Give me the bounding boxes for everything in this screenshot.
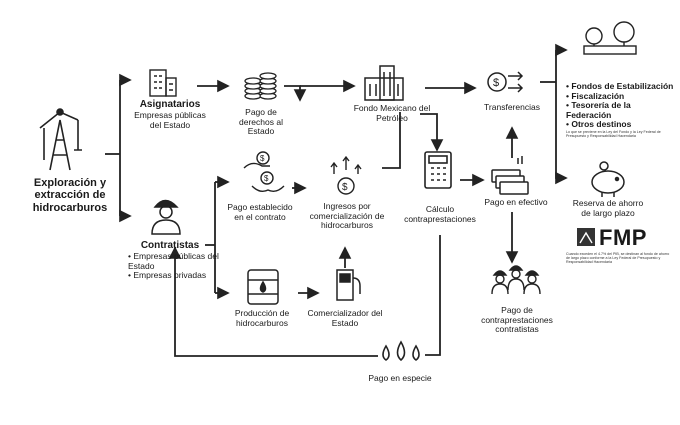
destinos-list: • Fondos de Estabilización • Fiscalizaci… [566,81,676,130]
fmp-logo-text: FMP [599,225,647,250]
destino-item: • Fiscalización [566,90,625,101]
calculator-icon [424,151,452,189]
node-exploracion: Exploración y extracción de hidrocarburo… [32,177,108,214]
hands-coin-icon: $ [251,171,285,193]
node-pago-derechos: Pago de derechos al Estado [239,107,283,137]
node-produccion: Producción de hidrocarburos [234,308,290,328]
node-calculo: Cálculo contraprestaciones [404,204,476,224]
svg-text:$: $ [264,174,269,183]
fmp-logo-icon [577,228,595,246]
svg-text:$: $ [493,77,499,89]
node-transferencias: Transferencias [484,102,540,112]
worker-icon [151,199,181,235]
node-asignatarios-title: Asignatarios [139,99,201,110]
node-asignatarios-sub: Empresas públicas del Estado [134,110,206,130]
contratistas-item: • Empresas públicas del Estado [128,251,219,271]
coin-transfer-icon: $ [487,71,524,93]
node-pago-efectivo: Pago en efectivo [484,197,548,207]
destino-item: • Fondos de Estabilización [566,81,674,91]
destinos-nota: Lo que se previene en la Ley del Fondo y… [566,130,661,139]
node-reserva: Reserva de ahorro de largo plazo [572,198,644,218]
workers-group-icon [491,265,541,295]
node-contratistas-list: • Empresas públicas del Estado • Empresa… [128,251,220,281]
node-fondo: Fondo Mexicano del Petróleo [353,103,431,123]
node-contratistas-title: Contratistas [140,240,200,251]
svg-text:$: $ [342,182,348,193]
destino-item: • Tesorería de la Federación [566,100,631,120]
building-icon [149,69,177,97]
oil-pump-icon [39,108,82,171]
cash-icon [491,156,529,195]
destino-item: • Otros destinos [566,119,632,130]
node-comercializador: Comercializador del Estado [307,308,383,328]
hand-coin-icon: $ [243,151,270,169]
fmp-nota: Cuando exceden el 4.7% del PIB, se desti… [566,252,670,265]
piggy-bank-icon [591,161,625,197]
contratistas-item: • Empresas privadas [128,270,207,281]
node-pago-contrato: Pago establecido en el contrato [227,202,293,222]
node-pago-contraprestaciones: Pago de contraprestaciones contratistas [481,305,553,335]
coin-growth-icon: $ [330,155,362,195]
drops-icon [382,340,420,362]
connectors [105,43,568,357]
coins-icon [244,72,277,100]
node-pago-especie: Pago en especie [368,373,432,383]
barrel-icon [247,269,279,305]
svg-text:$: $ [260,154,265,163]
node-ingresos: Ingresos por comercialización de hidroca… [309,201,385,231]
fuel-pump-icon [336,269,361,301]
trees-icon [583,21,637,55]
bank-icon [364,65,404,101]
